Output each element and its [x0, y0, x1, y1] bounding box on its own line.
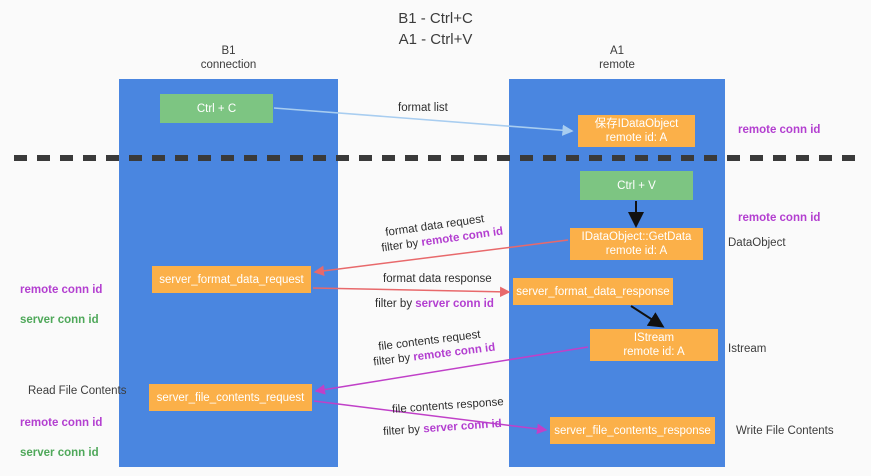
edge-label-format-response-filter: filter by server conn id: [375, 297, 494, 312]
filter-by-text-4: filter by: [382, 423, 424, 439]
wire-format-data-response: [312, 286, 511, 298]
label-remote-conn-id-left-1: remote conn id: [20, 284, 103, 296]
label-remote-conn-id-mid: remote conn id: [738, 212, 821, 224]
filter-by-text-2: filter by: [375, 298, 416, 310]
filter-server-conn-id: server conn id: [415, 298, 494, 310]
column-title-a1: A1 remote: [599, 45, 635, 71]
page-title: B1 - Ctrl+C A1 - Ctrl+V: [398, 10, 473, 48]
label-dataobject: DataObject: [728, 237, 786, 249]
edge-label-format-list: format list: [398, 102, 448, 114]
label-conn-ids-file: remote conn id server conn id: [20, 401, 102, 476]
label-write-file-contents: Write File Contents: [736, 425, 834, 437]
box-ctrl-v[interactable]: Ctrl + V: [580, 171, 693, 200]
box-server-file-contents-request[interactable]: server_file_contents_request: [149, 384, 312, 411]
phase-divider: [14, 155, 859, 161]
filter-by-text-3: filter by: [372, 351, 415, 369]
box-server-format-data-request[interactable]: server_format_data_request: [152, 266, 311, 293]
box-server-file-contents-response[interactable]: server_file_contents_response: [550, 417, 715, 444]
filter-server-conn-id-2: server conn id: [422, 417, 503, 436]
box-server-format-data-response[interactable]: server_format_data_response: [513, 278, 673, 305]
label-remote-conn-id-top: remote conn id: [738, 124, 821, 136]
edge-label-file-contents-response: file contents response: [391, 396, 505, 416]
box-istream[interactable]: IStream remote id: A: [590, 329, 718, 361]
label-conn-ids-format: remote conn id server conn id: [20, 268, 102, 343]
box-idataobject-getdata[interactable]: IDataObject::GetData remote id: A: [570, 228, 703, 260]
label-istream: Istream: [728, 343, 767, 355]
filter-by-text: filter by: [380, 236, 423, 255]
column-title-b1: B1 connection: [200, 45, 257, 71]
box-ctrl-c[interactable]: Ctrl + C: [160, 94, 273, 123]
label-server-conn-id-left-1: server conn id: [20, 314, 99, 326]
label-server-conn-id-left-2: server conn id: [20, 447, 99, 459]
label-read-file-contents: Read File Contents: [28, 385, 127, 397]
edge-label-file-response-filter: filter by server conn id: [383, 417, 503, 440]
edge-label-format-data-response: format data response: [383, 273, 492, 285]
box-save-idataobject[interactable]: 保存IDataObject remote id: A: [578, 115, 695, 147]
label-remote-conn-id-left-2: remote conn id: [20, 417, 103, 429]
